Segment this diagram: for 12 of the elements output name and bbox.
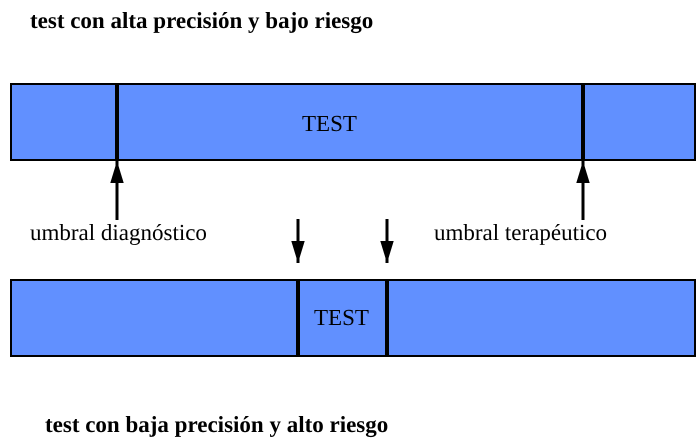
bar-label: TEST [302,111,357,137]
arrow [380,219,394,263]
arrow [291,219,305,263]
bar-label: TEST [314,305,369,331]
test-range-bar [10,279,696,357]
arrow [110,161,124,220]
threshold-label: umbral diagnóstico [30,220,207,246]
test-range-bar [10,83,696,161]
threshold-label: umbral terapéutico [434,220,608,246]
arrow [576,161,590,220]
heading: test con alta precisión y bajo riesgo [30,8,374,34]
heading: test con baja precisión y alto riesgo [45,412,388,438]
